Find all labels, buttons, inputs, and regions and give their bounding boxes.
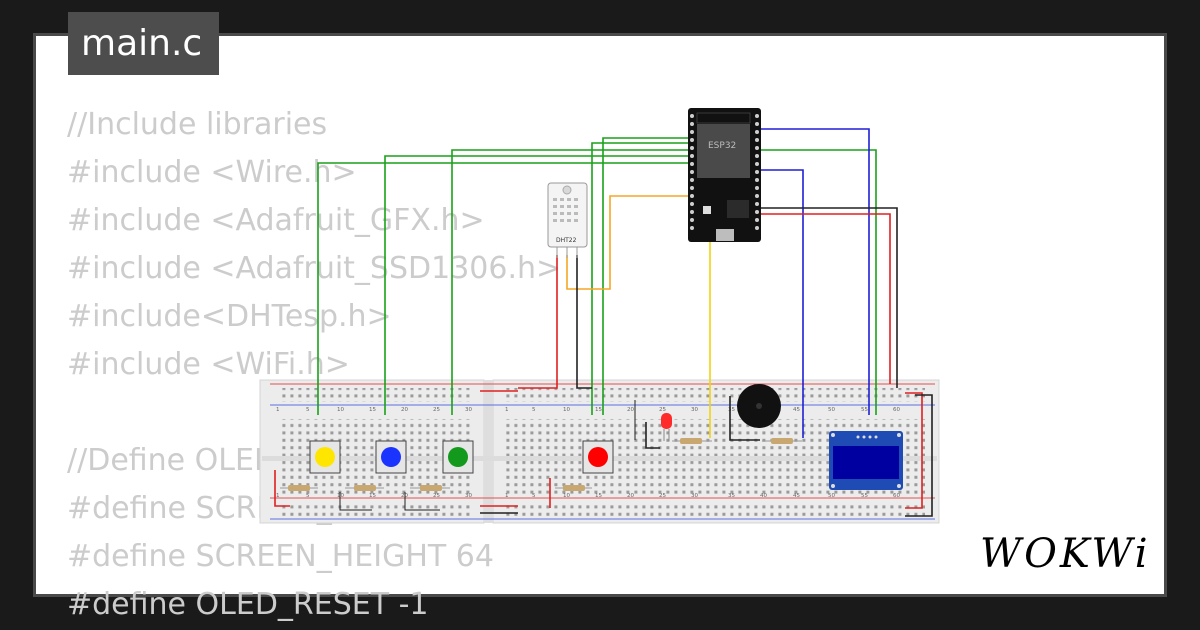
svg-text:30: 30 (465, 493, 472, 499)
wire-green (591, 142, 690, 415)
code-line: #define SCREEN_HEIGHT 64 (67, 539, 494, 574)
code-line: #include<DHTesp.h> (67, 299, 392, 334)
resistors (280, 438, 802, 491)
wire-blue (758, 128, 870, 415)
esp32-label: ESP32 (708, 141, 736, 151)
svg-text:30: 30 (465, 407, 472, 413)
svg-text:5: 5 (532, 493, 536, 499)
svg-text:1: 1 (276, 407, 280, 413)
wire-black (576, 255, 592, 389)
svg-text:1: 1 (276, 493, 280, 499)
buzzer (737, 384, 781, 428)
svg-text:15: 15 (369, 407, 376, 413)
svg-text:30: 30 (691, 493, 698, 499)
file-tab[interactable]: main.c (68, 12, 219, 75)
svg-text:25: 25 (433, 407, 440, 413)
svg-text:5: 5 (306, 493, 310, 499)
svg-text:25: 25 (433, 493, 440, 499)
wire-blue (758, 169, 804, 438)
svg-text:10: 10 (337, 407, 344, 413)
svg-text:60: 60 (893, 493, 900, 499)
code-line: #include <WiFi.h> (67, 347, 350, 382)
svg-text:15: 15 (595, 407, 602, 413)
button-cap (315, 447, 335, 467)
svg-text:1: 1 (505, 493, 509, 499)
button-cap (588, 447, 608, 467)
svg-text:45: 45 (793, 407, 800, 413)
svg-text:10: 10 (563, 493, 570, 499)
file-tab-label: main.c (81, 23, 203, 64)
svg-text:20: 20 (401, 407, 408, 413)
svg-text:1: 1 (505, 407, 509, 413)
push-button-yellow[interactable] (309, 440, 341, 474)
svg-text:35: 35 (728, 493, 735, 499)
svg-text:5: 5 (306, 407, 310, 413)
svg-text:25: 25 (659, 407, 666, 413)
wire-green (384, 155, 690, 415)
wire-red (758, 213, 891, 384)
push-button-red[interactable] (582, 440, 614, 474)
svg-text:15: 15 (369, 493, 376, 499)
led (661, 413, 672, 441)
svg-text:45: 45 (793, 493, 800, 499)
svg-text:30: 30 (691, 407, 698, 413)
code-line: //Include libraries (67, 107, 328, 142)
oled-display (829, 431, 903, 490)
wire-orange (566, 195, 690, 290)
push-button-green[interactable] (442, 440, 474, 474)
breadboard-joint (484, 380, 493, 523)
svg-text:20: 20 (627, 493, 634, 499)
dht22-sensor: DHT22 (547, 182, 588, 258)
svg-text:10: 10 (563, 407, 570, 413)
svg-text:35: 35 (728, 407, 735, 413)
wire-green (602, 137, 690, 415)
button-cap (381, 447, 401, 467)
svg-text:55: 55 (861, 493, 868, 499)
svg-text:25: 25 (659, 493, 666, 499)
wire-green (317, 162, 690, 415)
wire-red (518, 255, 558, 389)
code-line: #include <Adafruit_GFX.h> (67, 203, 485, 238)
svg-text:20: 20 (627, 407, 634, 413)
dht22-label: DHT22 (556, 237, 577, 244)
esp32-board: ESP32 (688, 108, 761, 242)
push-button-blue[interactable] (375, 440, 407, 474)
wires (274, 128, 933, 517)
svg-text:60: 60 (893, 407, 900, 413)
button-cap (448, 447, 468, 467)
wire-green (451, 149, 690, 415)
svg-text:5: 5 (532, 407, 536, 413)
logo-text: WOKWi (980, 531, 1150, 577)
wire-black (758, 207, 898, 388)
code-line: #include <Wire.h> (67, 155, 357, 190)
wokwi-logo: WOKWi (980, 531, 1150, 577)
svg-text:15: 15 (595, 493, 602, 499)
svg-text:40: 40 (760, 493, 767, 499)
code-line: #define OLED_RESET -1 (67, 587, 429, 622)
svg-text:50: 50 (828, 407, 835, 413)
wire-green (758, 149, 877, 415)
svg-text:50: 50 (828, 493, 835, 499)
svg-text:10: 10 (337, 493, 344, 499)
svg-text:55: 55 (861, 407, 868, 413)
